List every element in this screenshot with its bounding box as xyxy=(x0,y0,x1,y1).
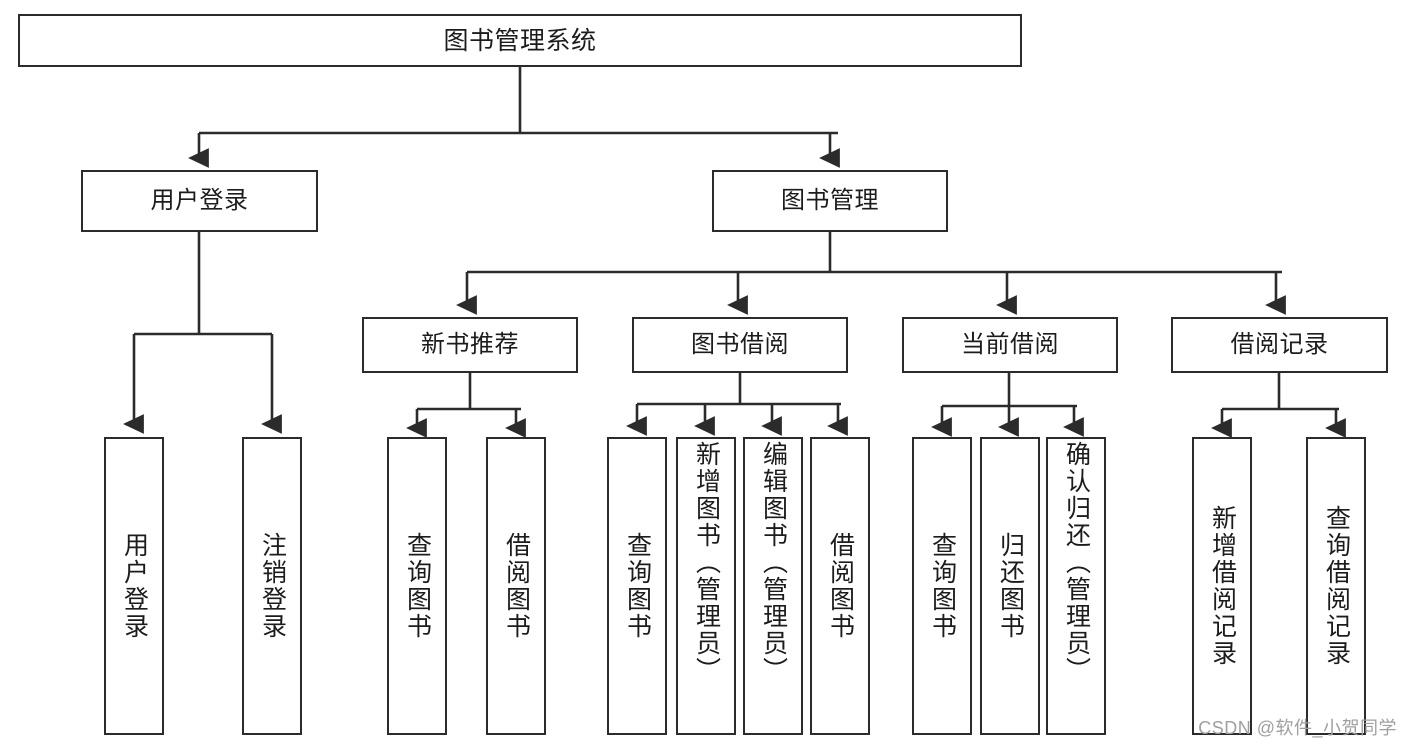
node-label: 新书推荐 xyxy=(421,330,519,358)
node-label: 图书借阅 xyxy=(691,330,789,358)
leaf-user-login-logout[interactable]: 注销登录 xyxy=(242,437,302,735)
node-label: 查询图书 xyxy=(928,532,957,640)
node-label: 查询图书 xyxy=(403,532,432,640)
node-label: 图书管理系统 xyxy=(443,26,597,55)
node-current-borrow[interactable]: 当前借阅 xyxy=(902,317,1118,373)
leaf-book-borrow-add[interactable]: 新增图书（管理员） xyxy=(676,437,736,735)
node-label: 编辑图书（管理员） xyxy=(759,441,788,684)
leaf-book-borrow-borrow[interactable]: 借阅图书 xyxy=(810,437,870,735)
node-label: 当前借阅 xyxy=(961,330,1059,358)
node-label: 借阅图书 xyxy=(826,532,855,640)
leaf-book-borrow-edit[interactable]: 编辑图书（管理员） xyxy=(743,437,803,735)
node-label: 借阅图书 xyxy=(502,532,531,640)
node-user-login[interactable]: 用户登录 xyxy=(81,170,318,232)
node-book-management[interactable]: 图书管理 xyxy=(712,170,948,232)
node-label: 借阅记录 xyxy=(1230,330,1329,358)
node-label: 确认归还（管理员） xyxy=(1062,441,1091,684)
leaf-current-borrow-query[interactable]: 查询图书 xyxy=(912,437,972,735)
node-label: 新增借阅记录 xyxy=(1208,505,1237,667)
node-label: 查询图书 xyxy=(623,532,652,640)
node-label: 图书管理 xyxy=(781,186,879,214)
leaf-current-borrow-confirm-return[interactable]: 确认归还（管理员） xyxy=(1046,437,1106,735)
node-label: 归还图书 xyxy=(996,532,1025,640)
node-label: 查询借阅记录 xyxy=(1322,505,1351,667)
node-book-borrow[interactable]: 图书借阅 xyxy=(632,317,848,373)
leaf-new-book-borrow[interactable]: 借阅图书 xyxy=(486,437,546,735)
leaf-current-borrow-return[interactable]: 归还图书 xyxy=(980,437,1040,735)
leaf-user-login-login[interactable]: 用户登录 xyxy=(104,437,164,735)
leaf-new-book-query[interactable]: 查询图书 xyxy=(387,437,447,735)
csdn-watermark: CSDN @软件_小贺同学 xyxy=(1198,718,1397,738)
node-label: 用户登录 xyxy=(120,532,149,640)
node-root-library-system[interactable]: 图书管理系统 xyxy=(18,14,1022,67)
leaf-borrow-record-query[interactable]: 查询借阅记录 xyxy=(1306,437,1366,735)
leaf-borrow-record-add[interactable]: 新增借阅记录 xyxy=(1192,437,1252,735)
node-new-book-recommend[interactable]: 新书推荐 xyxy=(362,317,578,373)
node-label: 注销登录 xyxy=(258,532,287,640)
node-borrow-record[interactable]: 借阅记录 xyxy=(1171,317,1388,373)
leaf-book-borrow-query[interactable]: 查询图书 xyxy=(607,437,667,735)
node-label: 新增图书（管理员） xyxy=(692,441,721,684)
node-label: 用户登录 xyxy=(150,186,249,214)
